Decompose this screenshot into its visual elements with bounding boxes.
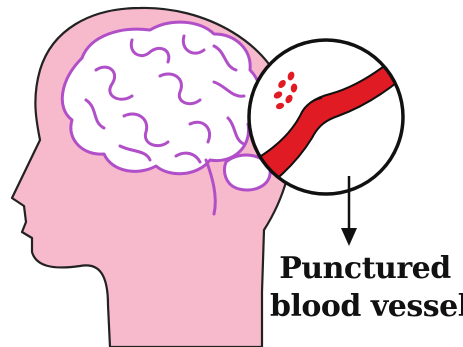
caption-line-2: blood vessel: [270, 288, 460, 326]
brain-outline: [62, 22, 260, 174]
caption-label: Punctured blood vessel: [270, 250, 460, 326]
caption-line-1: Punctured: [270, 250, 460, 288]
